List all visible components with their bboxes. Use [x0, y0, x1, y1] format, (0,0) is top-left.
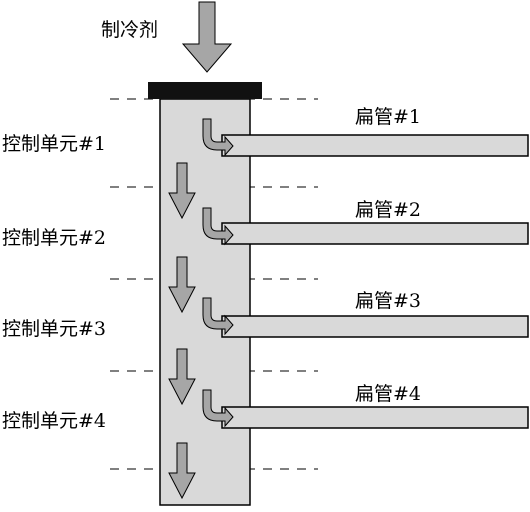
tube-entry-arrow-4 [202, 389, 234, 428]
control-unit-label-3: 控制单元#3 [2, 318, 106, 340]
flat-tube-label-4: 扁管#4 [355, 383, 421, 405]
down-flow-arrow-1 [168, 162, 196, 220]
tube-entry-arrow-1 [202, 118, 234, 157]
flat-tube-label-3: 扁管#3 [355, 290, 421, 312]
down-flow-arrow-3 [168, 348, 196, 406]
tube-entry-arrow-3 [202, 297, 234, 336]
refrigerant-label: 制冷剂 [101, 19, 158, 41]
flat-tube-4 [221, 406, 529, 429]
refrigerant-inlet-arrow [181, 1, 233, 73]
header-cap [148, 82, 262, 99]
flat-tube-2 [221, 222, 529, 245]
flat-tube-1 [221, 134, 529, 157]
flat-tube-label-1: 扁管#1 [355, 106, 421, 128]
control-unit-label-2: 控制单元#2 [2, 227, 106, 249]
flat-tube-label-2: 扁管#2 [355, 199, 421, 221]
tube-entry-arrow-2 [202, 207, 234, 246]
control-unit-label-4: 控制单元#4 [2, 410, 106, 432]
flat-tube-3 [221, 315, 529, 338]
down-flow-arrow-2 [168, 256, 196, 314]
control-unit-label-1: 控制单元#1 [2, 133, 106, 155]
down-flow-arrow-4 [168, 442, 196, 500]
